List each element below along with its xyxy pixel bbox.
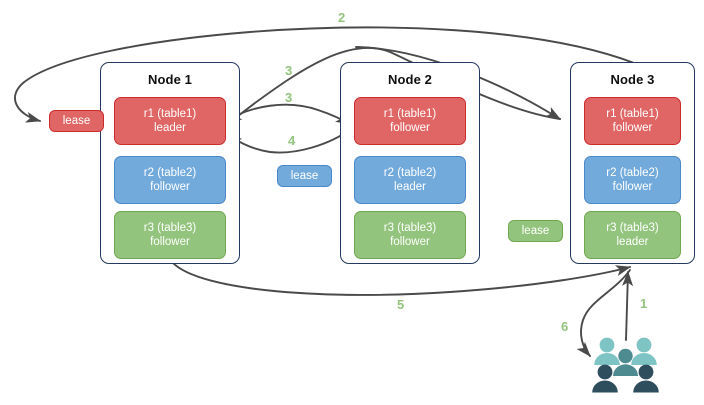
node-1-replica-r1-line1: r1 (table1) xyxy=(143,108,197,120)
lease-table1-badge[interactable]: lease xyxy=(49,110,104,132)
node-3-replica-r3-text: r3 (table3) leader xyxy=(606,221,658,249)
step-label-1: 1 xyxy=(640,296,648,311)
node-3-replica-r3-line1: r3 (table3) xyxy=(606,222,659,234)
node-2-replica-r3-text: r3 (table3) follower xyxy=(384,221,436,249)
node-3-title: Node 3 xyxy=(610,72,655,87)
node-2-replica-r1[interactable]: r1 (table1) follower xyxy=(354,97,466,145)
node-2-title: Node 2 xyxy=(388,72,432,87)
node-1-replica-r2[interactable]: r2 (table2) follower xyxy=(114,156,226,204)
node-1-replica-r2-line1: r2 (table2) xyxy=(143,167,197,179)
step-label-4: 4 xyxy=(288,133,296,148)
node-2-replica-r2-text: r2 (table2) leader xyxy=(384,166,436,194)
step-label-5: 5 xyxy=(397,297,405,312)
node-1-replica-r2-line2: follower xyxy=(150,181,190,193)
step-label-6: 6 xyxy=(561,319,569,334)
node-1-title: Node 1 xyxy=(148,72,192,87)
edge-2-arc-into-node3 xyxy=(355,46,561,120)
node-3-replica-r3-line2: leader xyxy=(616,236,649,248)
node-1-replica-r3-text: r3 (table3) follower xyxy=(144,221,196,249)
node-2-replica-r2[interactable]: r2 (table2) leader xyxy=(354,156,466,204)
node-3-replica-r2-text: r2 (table2) follower xyxy=(606,166,658,194)
node-1-container[interactable]: Node 1 r1 (table1) leader r2 (table2) fo… xyxy=(100,62,240,264)
node-2-replica-r2-line1: r2 (table2) xyxy=(383,167,437,179)
node-2-replica-r2-line2: leader xyxy=(394,181,426,193)
node-3-replica-r2-line1: r2 (table2) xyxy=(606,167,659,179)
node-2-replica-r3-line1: r3 (table3) xyxy=(383,222,437,234)
node-1-replica-r1-line2: leader xyxy=(154,122,186,134)
users-icon xyxy=(592,337,659,393)
edge-3-node3-to-node1 xyxy=(227,47,561,125)
edge-1-client-to-node3 xyxy=(622,270,634,341)
edge-5-node1-to-node3 xyxy=(171,261,632,296)
node-3-replica-r1-text: r1 (table1) follower xyxy=(606,107,658,135)
node-1-replica-r1-text: r1 (table1) leader xyxy=(144,107,196,135)
node-2-replica-r3-line2: follower xyxy=(390,236,430,248)
node-2-replica-r1-line1: r1 (table1) xyxy=(383,108,437,120)
step-label-3b: 3 xyxy=(285,90,293,105)
node-1-replica-r3-line2: follower xyxy=(150,236,190,248)
node-3-replica-r1-line1: r1 (table1) xyxy=(606,108,659,120)
node-2-replica-r3[interactable]: r3 (table3) follower xyxy=(354,211,466,259)
edge-2-node3-to-lease-table1 xyxy=(14,26,635,123)
edge-3-node1-to-node2 xyxy=(221,103,351,125)
node-2-container[interactable]: Node 2 r1 (table1) follower r2 (table2) … xyxy=(340,62,480,264)
node-3-container[interactable]: Node 3 r1 (table1) follower r2 (table2) … xyxy=(570,62,695,264)
node-2-replica-r1-line2: follower xyxy=(390,122,430,134)
node-1-replica-r3-line1: r3 (table3) xyxy=(143,222,197,234)
node-3-replica-r2[interactable]: r2 (table2) follower xyxy=(584,156,681,204)
node-2-replica-r1-text: r1 (table1) follower xyxy=(384,107,436,135)
step-label-2: 2 xyxy=(338,10,346,25)
node-3-replica-r2-line2: follower xyxy=(612,181,653,193)
node-1-replica-r1[interactable]: r1 (table1) leader xyxy=(114,97,226,145)
node-3-replica-r1[interactable]: r1 (table1) follower xyxy=(584,97,681,145)
step-label-3a: 3 xyxy=(285,63,293,78)
edge-6-node3-to-client xyxy=(576,269,631,357)
node-3-replica-r1-line2: follower xyxy=(612,122,653,134)
lease-table3-badge[interactable]: lease xyxy=(508,220,563,242)
lease-table2-badge[interactable]: lease xyxy=(277,165,332,187)
node-1-replica-r2-text: r2 (table2) follower xyxy=(144,166,196,194)
node-1-replica-r3[interactable]: r3 (table3) follower xyxy=(114,211,226,259)
node-3-replica-r3[interactable]: r3 (table3) leader xyxy=(584,211,681,259)
